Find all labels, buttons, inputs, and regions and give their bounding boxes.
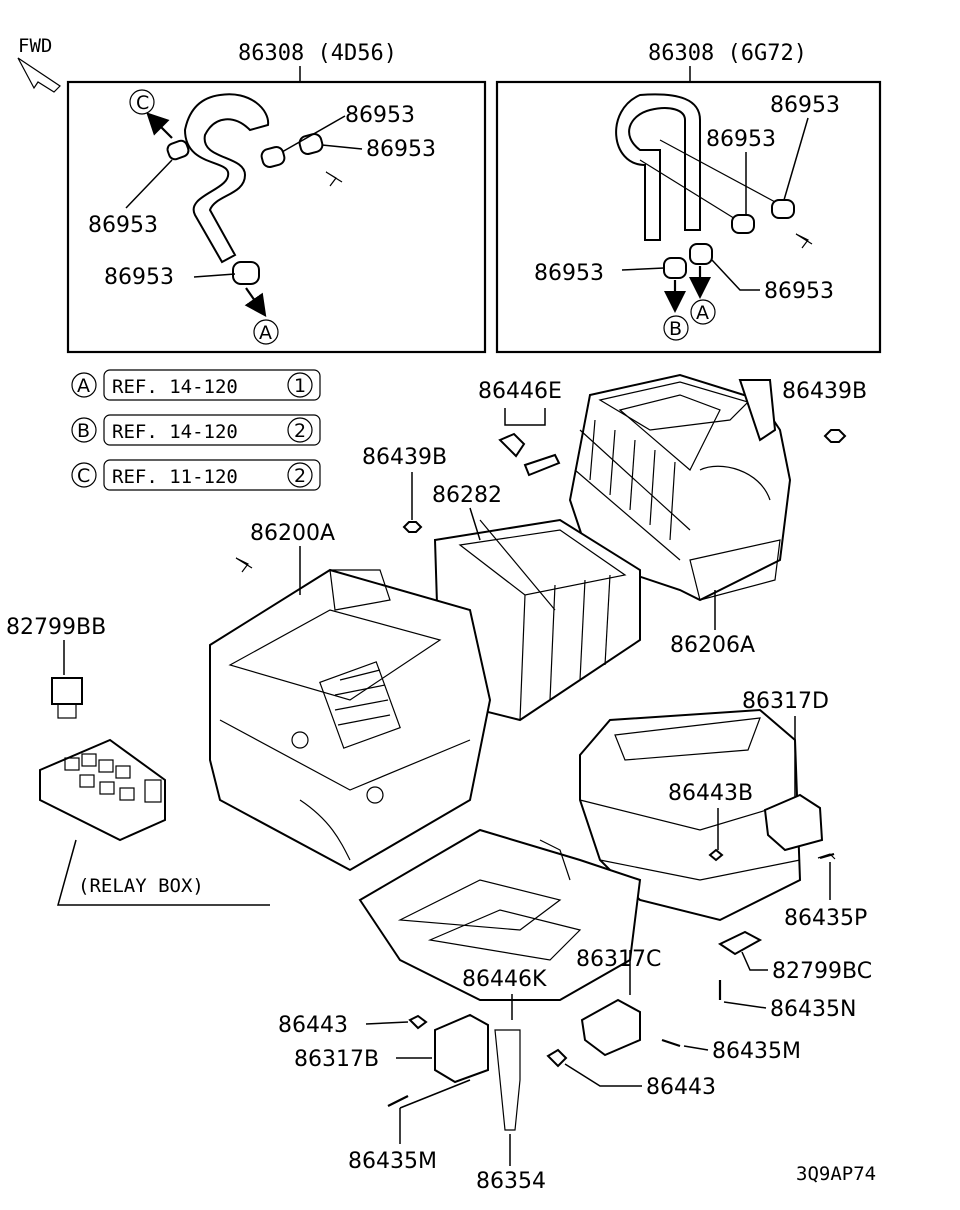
hose-title-4d56: 86308 (4D56) [238,41,397,66]
part-86435N: 86435N [770,997,856,1022]
svg-text:REF. 11-120: REF. 11-120 [112,466,238,488]
actuator-86317D [763,793,824,852]
clip-label-3: 86953 [88,213,158,238]
screw-icon-4 [661,1038,681,1048]
marker-b: B [669,318,682,340]
marker-c: C [136,92,149,114]
clip-86443-icon [408,1014,428,1030]
relay-box-label: (RELAY BOX) [78,875,204,897]
part-86317B: 86317B [294,1047,379,1072]
reference-row: B REF. 14-120 2 [71,414,321,446]
svg-text:1: 1 [294,375,306,397]
hose-box-frame [66,80,487,354]
reference-row: C REF. 11-120 2 [71,459,321,491]
relay-icon [51,677,83,705]
nut-icon-2 [402,521,423,533]
clip-86443B-icon [708,848,724,862]
part-86443-right: 86443 [646,1075,716,1100]
heater-hose-6g72 [615,93,701,241]
fwd-indicator: FWD [17,35,61,93]
svg-text:A: A [77,375,90,397]
part-86439B-right: 86439B [782,379,867,404]
heater-hose-4d56 [183,93,270,264]
flow-arrow-icon-2 [795,233,813,249]
svg-text:REF. 14-120: REF. 14-120 [112,376,238,398]
part-86443B: 86443B [668,781,753,806]
svg-text:C: C [77,465,90,487]
part-86282: 86282 [432,483,502,508]
reference-legend: A REF. 14-120 1 B REF. 14-120 2 C REF. 1… [71,369,321,491]
relay-82799BC-icon [717,930,763,956]
clip-86446E-icon [498,432,526,458]
svg-text:REF. 14-120: REF. 14-120 [112,421,238,443]
marker-b-icon [663,315,689,341]
relay-box [39,738,166,842]
fwd-label: FWD [18,35,52,57]
clip-label-4: 86953 [104,265,174,290]
hose-box-4d56: 86308 (4D56) 86953 86953 86953 86953 C A [66,41,487,354]
sensor-wire [494,1029,521,1131]
part-86446K: 86446K [462,967,547,992]
drawing-code: 3Q9AP74 [796,1163,876,1185]
heater-unit [209,568,492,872]
clip-label-7: 86953 [534,261,604,286]
part-86443-left: 86443 [278,1013,348,1038]
lower-case [579,708,802,922]
svg-text:B: B [77,420,90,442]
part-82799BB: 82799BB [6,615,106,640]
part-86206A: 86206A [670,633,755,658]
hose-box-frame-2 [495,80,882,354]
part-86317C: 86317C [576,947,661,972]
marker-a-right-icon [690,299,716,325]
clip-label-8: 86953 [764,279,834,304]
marker-c-icon [129,89,155,115]
part-86200A: 86200A [250,521,335,546]
clip-label-2: 86953 [366,137,436,162]
part-86317D: 86317D [742,689,829,714]
screw-icon-3 [387,1095,409,1107]
hose-box-6g72: 86308 (6G72) 86953 86953 86953 86953 A B [495,41,882,354]
actuator-86317B [434,1013,489,1084]
clip-label-1: 86953 [345,103,415,128]
hose-title-6g72: 86308 (6G72) [648,41,807,66]
hose-clip-icon-2 [663,199,795,279]
marker-a-icon [253,319,279,345]
svg-text:2: 2 [294,465,306,487]
part-86439B-left: 86439B [362,445,447,470]
part-86435M-left: 86435M [348,1149,437,1174]
part-86354: 86354 [476,1169,546,1194]
part-86446E: 86446E [478,379,562,404]
fwd-arrow-icon [17,57,61,93]
marker-a-left: A [259,322,272,344]
svg-text:2: 2 [294,420,306,442]
actuator-86317C [580,998,641,1057]
clip-label-5: 86953 [770,93,840,118]
marker-a-right: A [696,302,709,324]
part-86435M-right: 86435M [712,1039,801,1064]
flow-arrow-icon [325,171,343,187]
part-86435P: 86435P [784,906,867,931]
hose-clip-icon [166,133,324,285]
clip-label-6: 86953 [706,127,776,152]
reference-row: A REF. 14-120 1 [71,369,321,401]
part-82799BC: 82799BC [772,959,872,984]
nut-icon [823,429,847,443]
clip-86443-right-icon [546,1048,568,1068]
flow-arrow-icon-3 [235,557,253,573]
pin-icon [523,453,561,477]
